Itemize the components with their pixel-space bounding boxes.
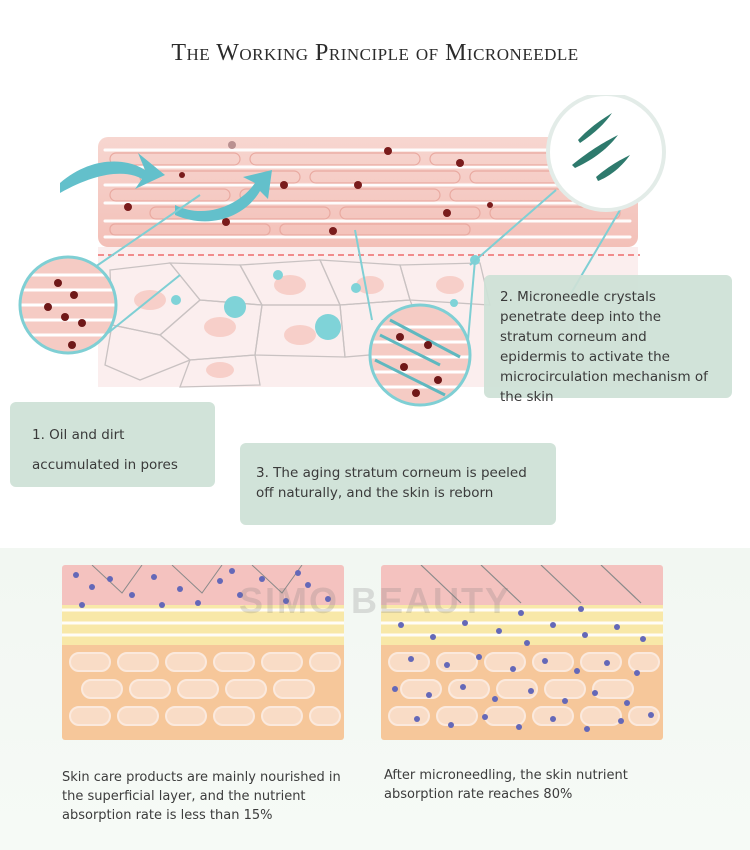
flow-arrow-right bbox=[175, 170, 272, 222]
comparison-panel-after bbox=[381, 565, 663, 740]
flow-arrow-left bbox=[60, 153, 165, 193]
page-title: The Working Principle of Microneedle bbox=[171, 40, 579, 66]
caption-before: Skin care products are mainly nourished … bbox=[62, 770, 341, 823]
step-1-callout: 1. Oil and dirt accumulated in pores bbox=[10, 402, 215, 487]
step-1-line-1: 1. Oil and dirt bbox=[32, 427, 125, 443]
step-3-text: 3. The aging stratum corneum is peeled o… bbox=[256, 465, 527, 501]
comparison-panel-before bbox=[62, 565, 344, 740]
microneedle-crystal-circle bbox=[546, 95, 666, 212]
caption-after: After microneedling, the skin nutrient a… bbox=[384, 768, 628, 802]
step-3-callout: 3. The aging stratum corneum is peeled o… bbox=[240, 443, 556, 525]
step-2-text: 2. Microneedle crystals penetrate deep i… bbox=[500, 289, 708, 405]
step-2-callout: 2. Microneedle crystals penetrate deep i… bbox=[484, 275, 732, 405]
dirt-particles bbox=[124, 147, 493, 235]
step-1-line-2: accumulated in pores bbox=[32, 457, 178, 473]
zoom-circle-penetration bbox=[368, 303, 472, 407]
zoom-circle-pores bbox=[18, 255, 118, 355]
